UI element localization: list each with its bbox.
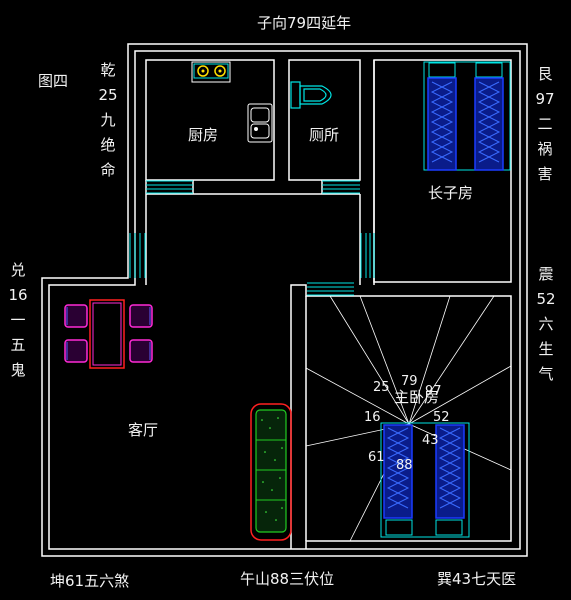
eldest-room-door [360, 233, 375, 278]
kitchen-walls [145, 59, 275, 181]
corridor-walls [145, 180, 361, 285]
door-openings [129, 180, 375, 296]
eldest-son-room-label: 长子房 [428, 184, 474, 202]
outer-walls [41, 43, 528, 557]
eldest-room-beds [423, 61, 511, 171]
northwest-direction-label: 乾25九绝命 [98, 61, 118, 179]
toilet-walls [288, 59, 361, 181]
dining-table-icon [64, 299, 153, 369]
toilet-label: 厕所 [309, 126, 340, 144]
north-direction-label: 子向79四延年 [257, 14, 352, 32]
sink-icon [247, 103, 273, 143]
compass-number-nw: 25 [373, 380, 390, 395]
west-direction-label: 兑16一五鬼 [8, 261, 28, 379]
kitchen-label: 厨房 [188, 126, 219, 144]
southwest-direction-label: 坤61五六煞 [50, 572, 130, 590]
diagram-label: 图四 [38, 72, 69, 90]
master-bedroom-walls [290, 284, 512, 549]
compass-number-w: 16 [364, 410, 381, 425]
compass-number-s: 88 [396, 458, 413, 473]
northeast-direction-label: 艮97二祸害 [535, 65, 555, 183]
toilet-door [322, 180, 360, 194]
master-bedroom-label: 主卧房 [394, 388, 440, 406]
living-room-label: 客厅 [128, 421, 159, 439]
living-room-door-left [129, 233, 146, 278]
master-bedroom-door [307, 282, 354, 296]
compass-number-e: 52 [433, 410, 450, 425]
east-direction-label: 震52六生气 [536, 265, 556, 383]
toilet-icon [290, 81, 332, 109]
compass-number-n: 79 [401, 374, 418, 389]
compass-number-sw: 61 [368, 450, 385, 465]
compass-number-se: 43 [422, 433, 439, 448]
compass-number-ne: 97 [425, 384, 442, 399]
south-direction-label: 午山88三伏位 [240, 570, 335, 588]
sofa-icon [250, 403, 292, 541]
southeast-direction-label: 巽43七天医 [437, 570, 517, 588]
compass-rays [305, 295, 512, 542]
master-bed-icon [380, 422, 470, 538]
stove-icon [191, 61, 231, 83]
kitchen-door [146, 180, 193, 194]
